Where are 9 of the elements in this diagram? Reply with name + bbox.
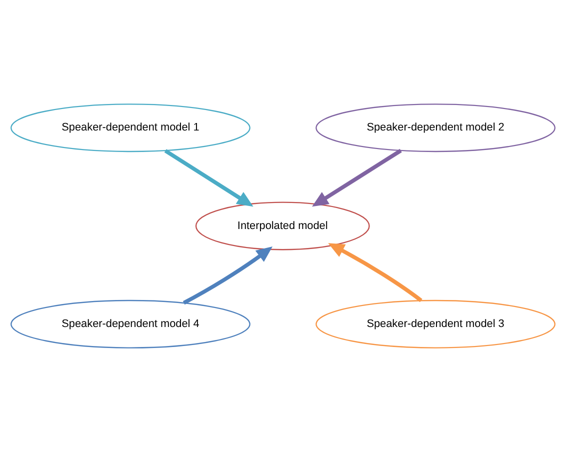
node-ellipse: Speaker-dependent model 2: [316, 104, 556, 152]
arrow: [328, 243, 422, 302]
node-ellipse: Interpolated model: [195, 202, 370, 250]
node-ellipse: Speaker-dependent model 3: [316, 300, 556, 348]
node-ellipse: Speaker-dependent model 4: [10, 300, 250, 348]
arrow: [164, 149, 254, 207]
arrow: [312, 148, 402, 207]
node-ellipse: Speaker-dependent model 1: [10, 104, 250, 152]
arrow: [182, 246, 273, 305]
